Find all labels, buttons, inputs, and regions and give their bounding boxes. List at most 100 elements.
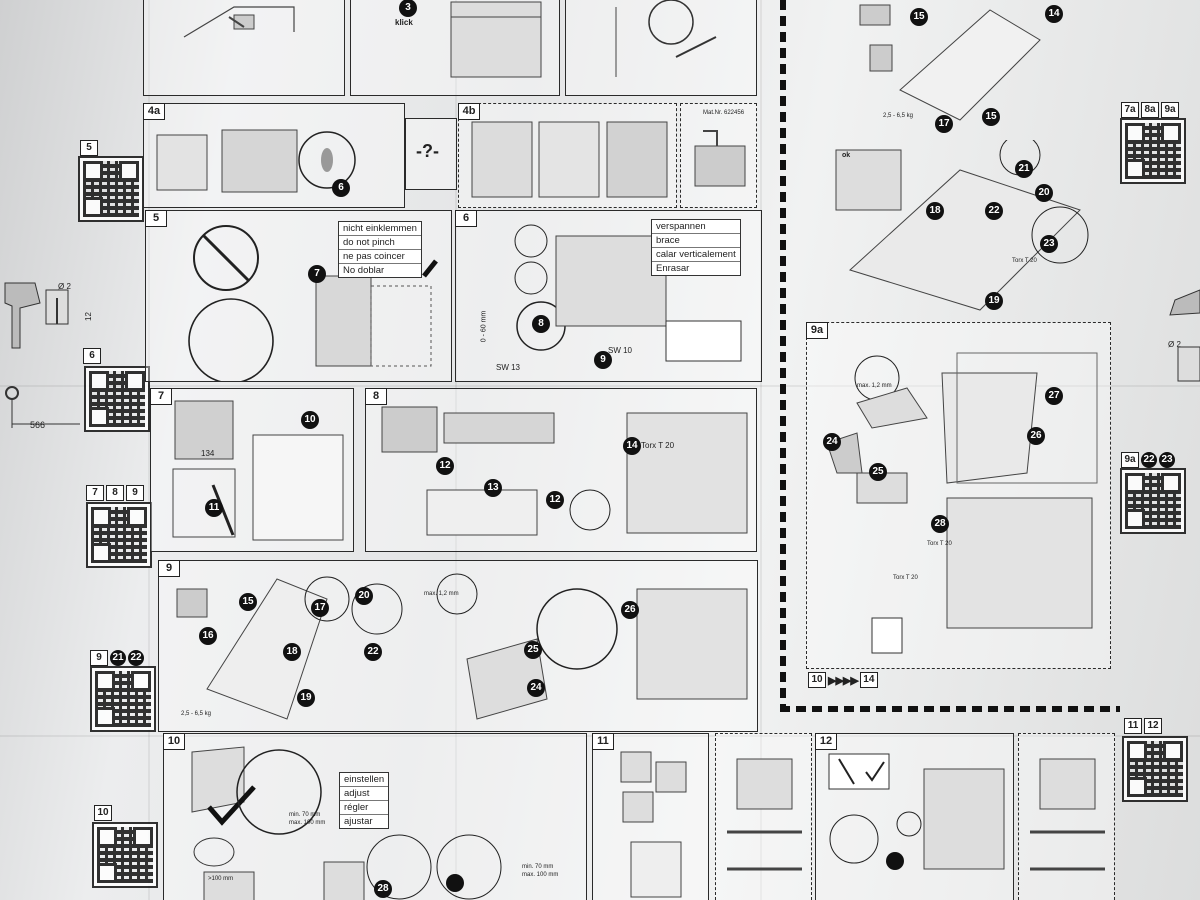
panel-variant-choice: -?- (405, 118, 457, 190)
plinth-detail-sketch (727, 758, 802, 871)
callout: 7 (308, 265, 326, 283)
weight-label: 2,5 - 6,5 kg (883, 113, 914, 119)
final-check-sketch (828, 753, 1005, 870)
qr-code (86, 502, 152, 568)
torx-label: Torx T 20 (893, 575, 918, 581)
step-number: 10 (163, 733, 185, 750)
step-number: 11 (592, 733, 614, 750)
callout: 27 (1045, 387, 1063, 405)
callout: 28 (374, 880, 392, 898)
fold-line (455, 0, 457, 900)
weight-label: 2,5 - 6,5 kg (181, 711, 212, 717)
brace-adjust-sketch (514, 224, 742, 362)
callout: 19 (985, 292, 1003, 310)
callout: 10 (301, 411, 319, 429)
plinth-detail-sketch (1030, 758, 1105, 871)
qr-code (92, 822, 158, 888)
depth-label: 12 (83, 312, 93, 321)
qr-code (1120, 468, 1186, 534)
adjust-sketch (191, 746, 502, 900)
plate-9a-sketch (835, 140, 1089, 311)
callout: 19 (297, 689, 315, 707)
badge-10: 10 (94, 805, 112, 821)
gap-label: max. 1,2 mm (424, 591, 459, 597)
torx-label: Torx T 20 (641, 441, 675, 450)
callout: 25 (524, 641, 542, 659)
wrench-size-label: SW 13 (496, 363, 521, 372)
max-gap-label: max. 100 mm (522, 872, 559, 878)
callout: 28 (931, 515, 949, 533)
gap-label: max. 1,2 mm (857, 383, 892, 389)
fold-line (760, 0, 762, 900)
front-panel-mount-sketch (176, 573, 748, 720)
badge-6: 6 (83, 348, 101, 364)
min-gap-label: min. 70 mm (289, 812, 321, 818)
callout: 14 (623, 437, 641, 455)
callout: 14 (1045, 5, 1063, 23)
callout: 26 (1027, 427, 1045, 445)
step-number: 9a (806, 322, 828, 339)
badge-5: 5 (80, 140, 98, 156)
callout: 8 (532, 315, 550, 333)
callout: 22 (985, 202, 1003, 220)
distance-label: 566 (30, 420, 46, 430)
qr-code (78, 156, 144, 222)
too-large-label: >100 mm (208, 876, 234, 882)
panel-4a: 4a 6 (143, 103, 405, 208)
callout: 18 (926, 202, 944, 220)
bracket-sketch (694, 130, 746, 187)
callout: 17 (311, 599, 329, 617)
callout: 13 (484, 479, 502, 497)
wrench-size-label: SW 10 (608, 346, 633, 355)
torx-label: Torx T 20 (927, 541, 952, 547)
install-sketch (156, 129, 356, 193)
callout: 15 (910, 8, 928, 26)
callout: 12 (436, 457, 454, 475)
callout (446, 874, 464, 892)
hose-routing-sketch (188, 225, 438, 381)
dishwasher-sketch (450, 1, 542, 78)
klick-label: klick (395, 18, 413, 27)
panel-9: 9 15 16 17 18 20 19 22 25 24 26 max. 1,2… (158, 560, 758, 732)
panel-9a: 9a max. 1,2 mm 27 26 24 25 28 Torx T 20 … (806, 322, 1111, 669)
step-number: 4a (143, 103, 165, 120)
step-number: 8 (365, 388, 387, 405)
step-number: 9 (158, 560, 180, 577)
callout: 3 (399, 0, 417, 17)
material-number: Mat.Nr. 622456 (703, 110, 745, 116)
callout: 21 (1015, 160, 1033, 178)
step-number: 12 (815, 733, 837, 750)
plinth-sketch (620, 751, 687, 898)
callout: 20 (1035, 184, 1053, 202)
callout: 24 (823, 433, 841, 451)
section-divider (780, 0, 786, 712)
section-divider (780, 706, 1120, 712)
step-number: 7 (150, 388, 172, 405)
callout: 15 (239, 593, 257, 611)
dimension-label: 134 (201, 449, 215, 458)
min-gap-label: min. 70 mm (522, 864, 554, 870)
panel-11-detail (715, 733, 812, 900)
diameter-label: Ø 2 (58, 282, 71, 291)
panel-4b: 4b (458, 103, 677, 208)
hinge-sketch (615, 0, 717, 77)
qr-code (84, 366, 150, 432)
callout: 16 (199, 627, 217, 645)
torx-label: Torx T 20 (1012, 258, 1037, 264)
diameter-label: Ø 2 (1168, 340, 1181, 349)
callout: 20 (355, 587, 373, 605)
callout: 25 (869, 463, 887, 481)
callout: 15 (982, 108, 1000, 126)
panel-8: 8 12 13 12 14 Torx T 20 (365, 388, 757, 552)
panel-top-mid: 3 klick (350, 0, 560, 96)
